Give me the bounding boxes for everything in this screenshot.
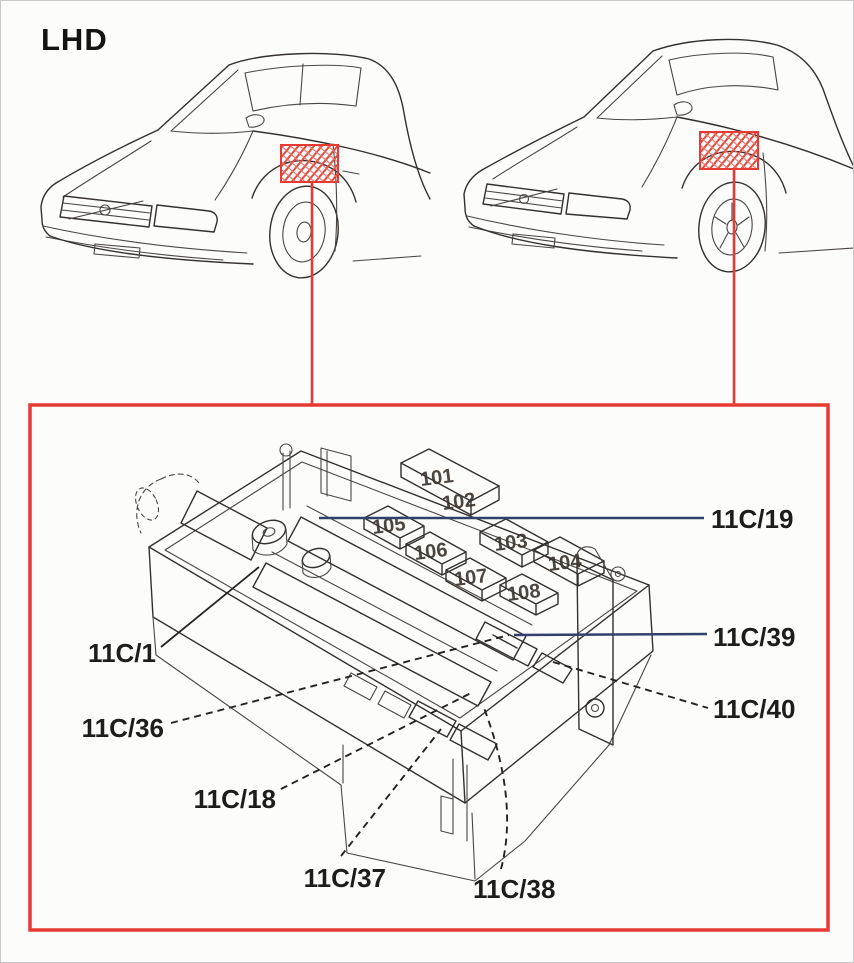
relay-107: 107 [445,557,507,602]
mounting-bracket [575,546,614,746]
callout-11c-40: 11C/40 [713,694,795,724]
leader-11c-38 [483,707,509,870]
leader-11c-40 [552,661,709,709]
fuse-row-front [252,562,492,707]
location-marker-right [699,131,759,405]
fusebox-illustration: 101 102 103 104 105 106 107 [134,443,654,882]
callout-11c-19: 11C/19 [711,504,793,534]
front-wheel [269,185,339,279]
relay-label-101: 101 [419,465,455,491]
relay-106: 106 [405,531,467,576]
leader-11c-36 [170,634,510,724]
leader-11c-18 [280,692,472,790]
location-marker-left [280,144,339,405]
front-wheel [698,181,766,273]
car-right-illustration [463,38,853,273]
leader-11c-39 [513,632,708,637]
leader-11c-1 [160,566,260,648]
relay-104: 104 [533,536,605,587]
detail-callout-frame [28,403,830,932]
relay-108: 108 [499,573,559,616]
callout-11c-18: 11C/18 [194,784,276,814]
callout-11c-39: 11C/39 [713,622,795,652]
side-mirror [245,114,265,128]
fuse-row-rear [287,516,527,661]
callout-11c-37: 11C/37 [304,863,386,893]
relay-label-107: 107 [453,565,489,591]
side-mirror [673,101,693,116]
round-sockets [251,519,332,578]
relay-103: 103 [479,518,549,568]
grille [482,183,565,215]
grille [59,195,153,228]
relay-label-102: 102 [441,489,477,515]
relay-label-106: 106 [413,539,449,565]
relay-label-103: 103 [493,530,529,556]
relay-label-108: 108 [506,580,542,606]
ribbed-connector [180,490,268,561]
license-plate [511,233,556,249]
car-left-illustration [40,52,431,279]
page-title: LHD [41,22,108,57]
headlight [565,192,631,220]
headlight [153,204,218,233]
leader-11c-37 [340,728,442,857]
callout-11c-1: 11C/1 [88,638,156,668]
license-plate [93,243,141,259]
callout-11c-36: 11C/36 [82,713,164,743]
relay-101-102: 101 102 [400,448,500,516]
callout-11c-38: 11C/38 [473,874,555,904]
